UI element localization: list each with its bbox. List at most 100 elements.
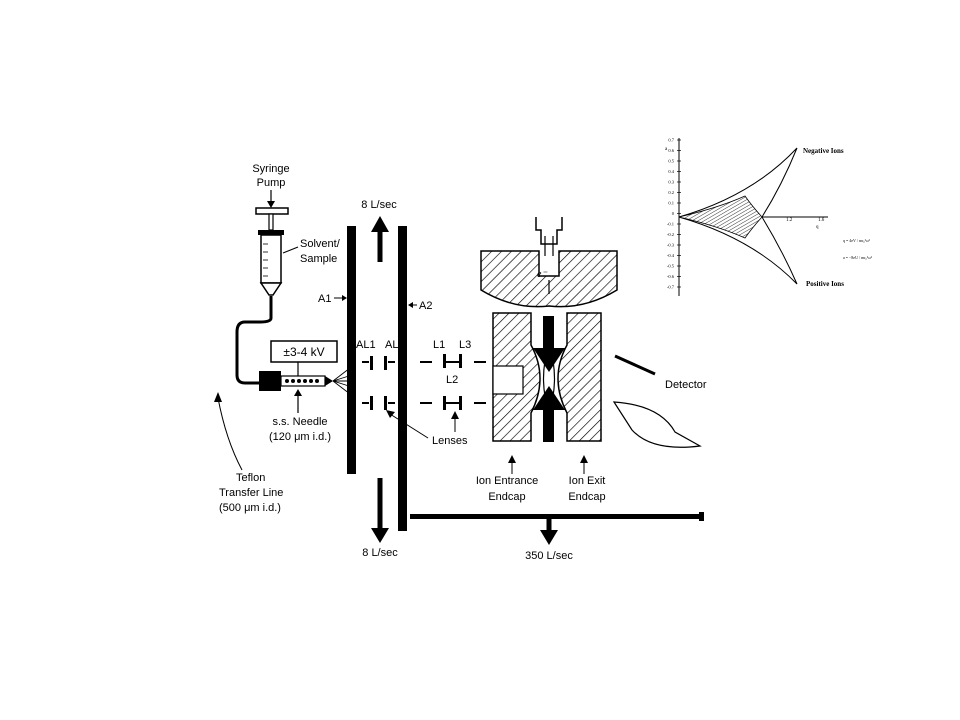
syringe-pump-line-1: Syringe xyxy=(252,163,289,175)
lens-l1-l3-bottom xyxy=(420,396,486,410)
ring-electrode-top-arrowhead xyxy=(533,348,565,372)
lens-al1-al2-top xyxy=(362,356,395,370)
pump-bottom-label: 8 L/sec xyxy=(362,547,398,559)
a2-label: A2 xyxy=(419,300,432,312)
inset-y-tick-label: -0.1 xyxy=(667,222,674,227)
lenses-arrowhead-al xyxy=(386,410,395,418)
lenses-arrowhead-l xyxy=(451,411,459,419)
inset-y-tick-label: 0.7 xyxy=(668,138,674,143)
inset-y-tick-label: -0.5 xyxy=(667,264,675,269)
trap-pump-manifold xyxy=(410,514,704,519)
electron-label: e⁻ xyxy=(537,269,547,280)
formula-q: q = 4eV / mr₀²ω² xyxy=(843,238,871,243)
a2-arrowhead xyxy=(408,302,413,308)
trap-pump-manifold-end xyxy=(699,512,704,521)
teflon-arrowhead xyxy=(214,392,222,402)
inset-y-tick-label: -0.4 xyxy=(667,253,675,258)
entrance-endcap-label: Ion Entrance Endcap xyxy=(476,475,538,503)
voltage-supply-box xyxy=(270,340,338,363)
exit-endcap-line-2: Endcap xyxy=(568,491,605,503)
inset-y-tick-label: 0.3 xyxy=(668,180,674,185)
inset-y-axis-label: a xyxy=(665,147,668,152)
syringe-plunger-rod xyxy=(268,213,274,231)
entrance-endcap-line-1: Ion Entrance xyxy=(476,475,538,487)
entrance-aperture xyxy=(492,365,524,395)
teflon-label: Teflon Transfer Line (500 μm i.d.) xyxy=(219,472,283,514)
inset-y-ticks: 0.70.60.50.40.30.20.10-0.1-0.2-0.3-0.4-0… xyxy=(667,138,681,290)
aperture-a1-wall xyxy=(347,226,356,474)
filament-housing xyxy=(535,217,563,245)
needle-holder xyxy=(259,371,281,391)
stability-region xyxy=(678,195,763,239)
inset-y-tick-label: 0.1 xyxy=(668,201,674,206)
exit-endcap-line-1: Ion Exit xyxy=(569,475,606,487)
aperture-a2-wall xyxy=(398,226,407,531)
solvent-sample-line-1: Solvent/ xyxy=(300,238,341,250)
needle-tip xyxy=(325,376,333,386)
teflon-line-2: Transfer Line xyxy=(219,487,283,499)
inset-y-tick-label: 0.4 xyxy=(668,169,674,174)
inset-y-tick-label: -0.2 xyxy=(667,232,674,237)
a1-label: A1 xyxy=(318,293,331,305)
inset-y-tick-label: 0.2 xyxy=(668,190,674,195)
inset-x-axis-label: q xyxy=(816,225,819,230)
syringe xyxy=(255,207,289,296)
lenses-label: Lenses xyxy=(432,435,468,447)
l2-label: L2 xyxy=(446,374,458,386)
electron-gun-assembly xyxy=(480,250,618,308)
teflon-line-3: (500 μm i.d.) xyxy=(219,502,281,514)
syringe-tip xyxy=(259,282,283,296)
formula-a: a = −8eU / mr₀²ω² xyxy=(843,255,873,260)
teflon-transfer-line xyxy=(235,296,273,385)
syringe-graduations xyxy=(263,243,268,277)
l1-label: L1 xyxy=(433,339,445,351)
lens-l1-l3-top xyxy=(420,354,486,368)
positive-ions-label: Positive Ions xyxy=(806,280,844,288)
ring-electrode-bottom-arrow-shaft xyxy=(543,406,554,442)
stability-diagram-inset: 0.70.60.50.40.30.20.10-0.1-0.2-0.3-0.4-0… xyxy=(665,138,873,296)
pump-top-arrowhead xyxy=(371,216,389,232)
inset-y-tick-label: 0.6 xyxy=(668,148,674,153)
syringe-flange xyxy=(258,230,284,235)
al2-label: AL2 xyxy=(385,339,405,351)
exit-endcap-label: Ion Exit Endcap xyxy=(568,475,605,503)
needle-label: s.s. Needle (120 μm i.d.) xyxy=(269,416,331,443)
negative-ion-boundary xyxy=(678,147,798,218)
inset-y-tick-label: -0.6 xyxy=(667,274,675,279)
lens-al1-al2-bottom xyxy=(362,396,395,410)
a1-arrowhead xyxy=(342,295,347,301)
ring-electrode-bottom-arrowhead xyxy=(533,386,565,410)
solvent-sample-line-2: Sample xyxy=(300,253,337,265)
syringe-pump-arrowhead xyxy=(267,201,275,208)
inset-y-tick-label: -0.7 xyxy=(667,285,675,290)
inset-y-tick-label: 0.5 xyxy=(668,159,674,164)
pump-bottom-arrowhead xyxy=(371,528,389,543)
solvent-sample-label: Solvent/ Sample xyxy=(300,238,341,265)
teflon-line-1: Teflon xyxy=(236,472,265,484)
needle-label-line-2: (120 μm i.d.) xyxy=(269,431,331,443)
negative-ions-label: Negative Ions xyxy=(803,147,844,155)
conversion-dynode xyxy=(614,354,656,376)
lenses-arrow-al xyxy=(389,413,429,439)
trap-pump-arrowhead xyxy=(540,530,558,545)
trap-pump-label: 350 L/sec xyxy=(525,550,573,562)
syringe-pump-line-2: Pump xyxy=(257,177,286,189)
voltage-label: ±3-4 kV xyxy=(283,345,324,359)
detector-label: Detector xyxy=(665,379,707,391)
inset-x-tick-2: 1.6 xyxy=(818,218,825,223)
electron-multiplier xyxy=(612,401,702,448)
syringe-pump-label: Syringe Pump xyxy=(252,163,289,189)
needle-arrowhead xyxy=(294,389,302,396)
exit-endcap-arrowhead xyxy=(580,455,588,463)
teflon-arrow xyxy=(217,397,243,471)
inset-x-tick-1: 1.2 xyxy=(786,218,793,223)
entrance-endcap-line-2: Endcap xyxy=(488,491,525,503)
l3-label: L3 xyxy=(459,339,471,351)
entrance-endcap-arrowhead xyxy=(508,455,516,463)
pump-top-label: 8 L/sec xyxy=(361,199,397,211)
needle-label-line-1: s.s. Needle xyxy=(272,416,327,428)
ion-exit-endcap xyxy=(557,312,602,442)
al1-label: AL1 xyxy=(356,339,376,351)
solvent-arrow xyxy=(282,246,299,254)
